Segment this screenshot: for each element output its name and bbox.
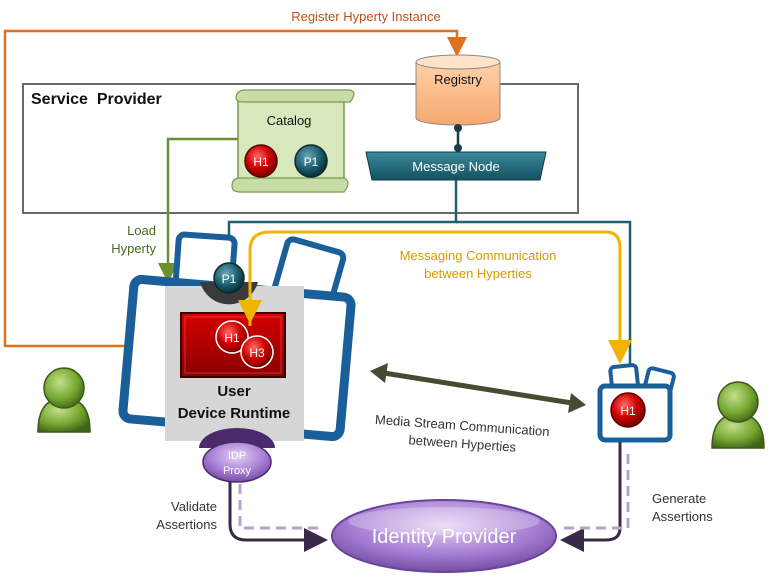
catalog-hyperty-h1: H1: [244, 144, 278, 178]
generate-label-line2: Assertions: [652, 509, 713, 524]
catalog-label: Catalog: [267, 113, 312, 128]
messaging-label-line2: between Hyperties: [424, 266, 532, 281]
identity-provider: Identity Provider: [331, 499, 557, 573]
generate-label-line1: Generate: [652, 491, 706, 506]
message-node-label: Message Node: [412, 159, 499, 174]
svg-text:IDP: IDP: [228, 450, 246, 462]
registry-database: Registry: [415, 54, 501, 126]
device-protostub-p1: P1: [200, 262, 258, 305]
media-stream-connector: [370, 363, 586, 413]
remote-user-avatar: [711, 381, 765, 449]
validate-label-line2: Assertions: [156, 517, 217, 532]
svg-text:H1: H1: [224, 331, 240, 345]
registry-connector: [454, 124, 462, 152]
messaging-label-line1: Messaging Communication: [400, 248, 557, 263]
catalog-protostub-p1: P1: [294, 144, 328, 178]
registry-label: Registry: [434, 72, 482, 87]
svg-text:P1: P1: [304, 155, 319, 169]
generate-assertions-connector: [560, 442, 630, 552]
svg-text:P1: P1: [222, 272, 237, 286]
local-user-avatar: [37, 367, 91, 433]
svg-text:H1: H1: [620, 404, 636, 418]
svg-text:H1: H1: [253, 155, 269, 169]
load-hyperty-label-line1: Load: [127, 223, 156, 238]
svg-text:Proxy: Proxy: [223, 465, 252, 477]
load-hyperty-label-line2: Hyperty: [111, 241, 156, 256]
messaging-connector: [238, 230, 632, 364]
device-runtime-label-line1: User: [217, 383, 251, 400]
svg-text:H3: H3: [249, 346, 265, 360]
remote-hyperty-h1: H1: [610, 392, 646, 428]
device-hyperty-h1: H1: [215, 320, 249, 354]
register-hyperty-label: Register Hyperty Instance: [291, 9, 441, 24]
load-hyperty-connector: [158, 137, 238, 283]
device-runtime-label-line2: Device Runtime: [178, 405, 291, 422]
idp-proxy: IDP Proxy: [199, 428, 275, 483]
validate-assertions-connector: [228, 482, 328, 552]
register-hyperty-connector: [3, 29, 467, 348]
device-hyperty-h3: H3: [240, 335, 274, 369]
message-node: Message Node: [365, 151, 547, 181]
catalog-scroll: Catalog H1 P1: [231, 89, 355, 193]
validate-label-line1: Validate: [171, 499, 217, 514]
identity-provider-label: Identity Provider: [372, 526, 517, 548]
service-provider-label: Service Provider: [31, 91, 162, 108]
